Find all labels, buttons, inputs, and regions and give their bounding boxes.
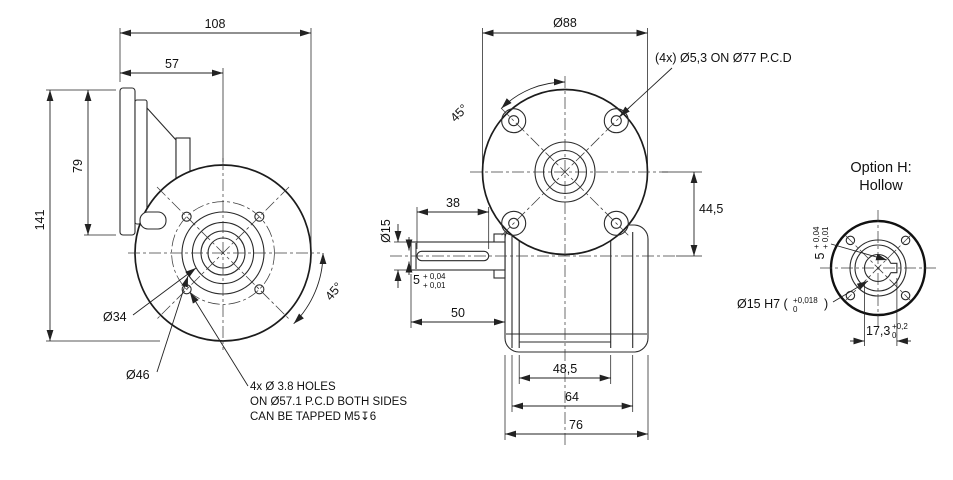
hollow-bore-label-suffix: ) [824,297,828,311]
hollow-view: Option H: Hollow 5 + 0,04 + 0,01 [737,160,936,346]
hollow-key-tol-lower: + 0,01 [821,226,830,249]
front-key-tol-lower: + 0,01 [423,281,446,290]
hollow-bore-tol-lower: 0 [793,305,798,314]
side-note-line3: CAN BE TAPPED M5↧6 [250,411,376,423]
front-centerlines [390,76,678,448]
side-note-line2: ON Ø57.1 P.C.D BOTH SIDES [250,396,407,408]
side-dia-46-label: Ø46 [126,368,150,382]
side-dim-57-label: 57 [165,57,179,71]
side-view: 108 57 79 141 Ø34 Ø46 45° 4x Ø 3 [33,17,407,423]
front-view: Ø88 45° (4x) Ø5,3 ON Ø77 P.C.D 44,5 Ø15 … [379,16,792,448]
front-dim-48-5-label: 48,5 [553,362,577,376]
front-key-tol-upper: + 0,04 [423,272,446,281]
front-dim-44-5-label: 44,5 [699,202,723,216]
hollow-bore-tol-upper: +0,018 [793,296,818,305]
front-angle-45-label: 45° [448,102,471,125]
hollow-key-width-label: 5 [813,252,827,259]
hollow-dim-17-3-tol-upper: +0,2 [892,322,908,331]
hollow-title-line2: Hollow [859,178,903,194]
side-dim-141-label: 141 [33,210,47,231]
side-angle-45-label: 45° [322,280,345,303]
front-dim-88-label: Ø88 [553,16,577,30]
side-view-linework [119,87,320,350]
side-dim-108-label: 108 [205,17,226,31]
hollow-dim-17-3-label: 17,3 [866,324,890,338]
hollow-linework [820,210,936,326]
hollow-title-line1: Option H: [850,160,911,176]
front-dim-64-label: 64 [565,390,579,404]
hollow-dim-17-3-tol-lower: 0 [892,331,897,340]
front-dia-15-label: Ø15 [379,219,393,243]
front-dim-76-label: 76 [569,418,583,432]
front-dim-50-label: 50 [451,306,465,320]
side-dim-79-label: 79 [71,159,85,173]
side-view-dimensions: 108 57 79 141 Ø34 Ø46 45° 4x Ø 3 [33,17,407,423]
front-key-width-label: 5 [413,273,420,287]
front-holes-note: (4x) Ø5,3 ON Ø77 P.C.D [655,51,792,65]
hollow-key-tol-upper: + 0,04 [812,226,821,249]
hollow-bore-label-prefix: Ø15 H7 ( [737,297,789,311]
front-dim-38-label: 38 [446,196,460,210]
hollow-dimensions: 5 + 0,04 + 0,01 Ø15 H7 ( +0,018 0 ) 17,3… [737,226,911,346]
side-note-line1: 4x Ø 3.8 HOLES [250,381,336,393]
side-dia-34-label: Ø34 [103,310,127,324]
front-dimensions: Ø88 45° (4x) Ø5,3 ON Ø77 P.C.D 44,5 Ø15 … [379,16,792,440]
